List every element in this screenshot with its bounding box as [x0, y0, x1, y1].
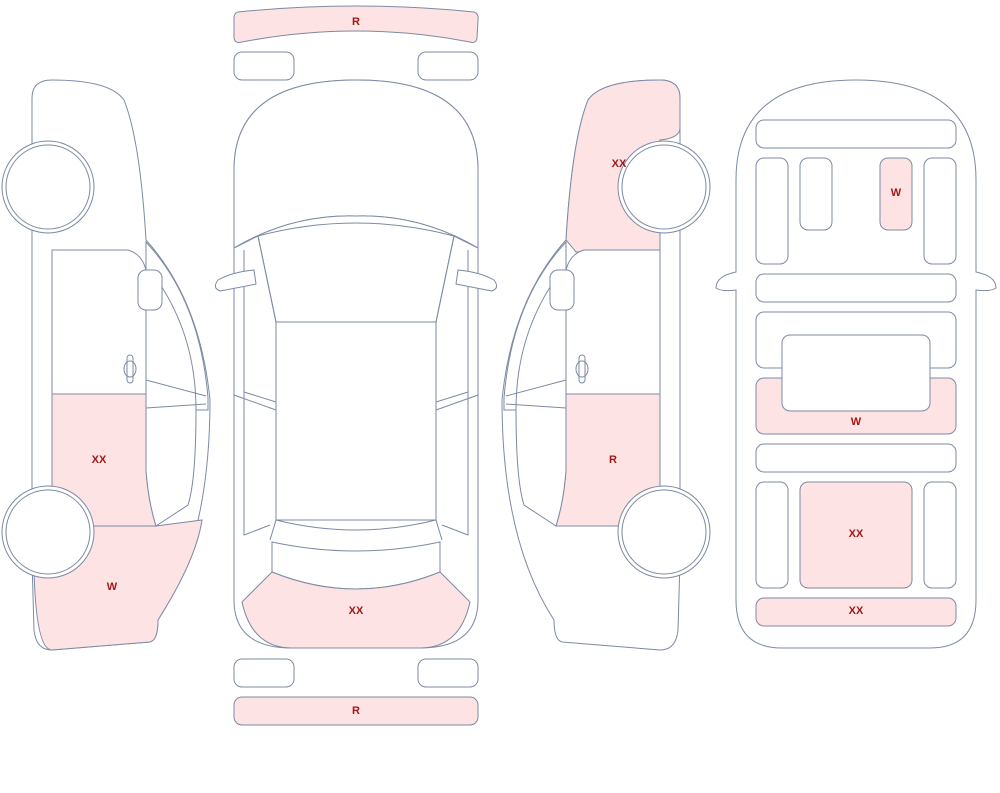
code-floor-rear-center: XX — [849, 528, 864, 540]
code-rear-bumper: R — [352, 705, 360, 717]
part-rear-right-light[interactable] — [417, 658, 479, 688]
right-side-view: XX R — [501, 79, 711, 651]
part-windshield[interactable] — [233, 215, 479, 323]
part-floor-rear-center[interactable] — [799, 481, 913, 589]
part-floor-right-rail[interactable] — [923, 157, 957, 265]
part-right-door-handle[interactable] — [578, 354, 586, 384]
part-front-left-light[interactable] — [233, 51, 295, 81]
part-left-door-handle[interactable] — [126, 354, 134, 384]
code-left-rear-door: XX — [92, 454, 107, 466]
part-left-front-door[interactable] — [145, 240, 209, 527]
left-side-view: XX W — [1, 79, 211, 651]
part-left-mirror-side[interactable] — [137, 269, 163, 311]
part-floor-left-rail[interactable] — [755, 157, 789, 265]
code-floor-rear-sill: XX — [849, 605, 864, 617]
part-roof[interactable] — [275, 321, 437, 521]
part-floor-rear-sill[interactable] — [755, 597, 957, 627]
code-floor-trunk: W — [851, 416, 862, 428]
part-floor-mid-bar[interactable] — [755, 273, 957, 303]
floor-view: W W XX XX — [715, 79, 997, 649]
code-floor-seat-b: W — [891, 187, 902, 199]
code-left-fender: W — [107, 581, 118, 593]
part-front-right-light[interactable] — [417, 51, 479, 81]
part-floor-rear-bar[interactable] — [755, 443, 957, 473]
part-rear-bumper[interactable] — [233, 696, 479, 726]
part-floor-rear-right[interactable] — [923, 481, 957, 589]
top-view: R XX R — [214, 5, 498, 726]
part-left-mirror[interactable] — [214, 269, 257, 292]
part-floor-front-bar[interactable] — [755, 119, 957, 149]
code-front-bumper: R — [352, 16, 360, 28]
part-floor-console[interactable] — [781, 334, 931, 412]
part-right-front-door[interactable] — [503, 240, 567, 527]
part-front-bumper[interactable] — [233, 5, 479, 43]
part-trunk-lid[interactable] — [241, 571, 471, 649]
part-floor-rear-left[interactable] — [755, 481, 789, 589]
code-right-rear-door: R — [609, 454, 617, 466]
code-trunk-lid: XX — [349, 605, 364, 617]
code-right-fender: XX — [612, 158, 627, 170]
part-rear-left-light[interactable] — [233, 658, 295, 688]
part-floor-seat-a[interactable] — [799, 157, 833, 231]
part-right-mirror[interactable] — [455, 269, 498, 292]
part-floor-seat-b[interactable] — [879, 157, 913, 231]
part-right-mirror-side[interactable] — [549, 269, 575, 311]
